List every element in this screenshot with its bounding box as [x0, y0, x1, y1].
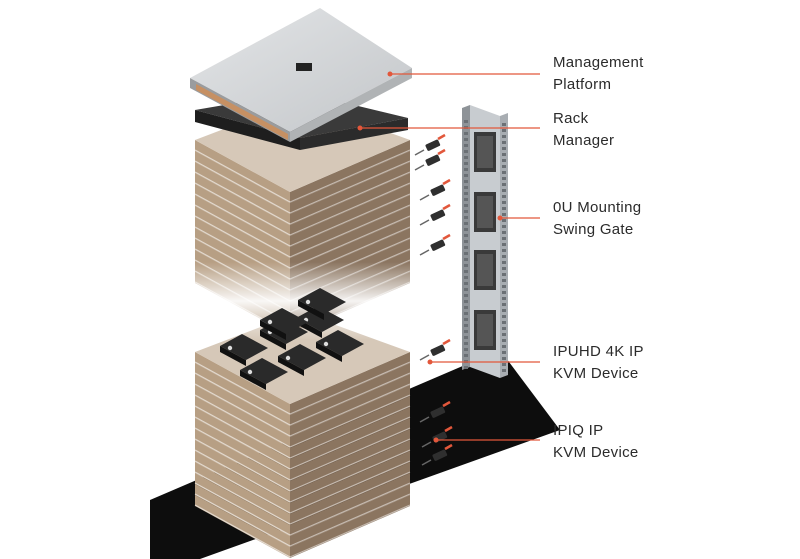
management-platform-unit [190, 8, 412, 142]
leader-line [387, 71, 540, 77]
server-slab [194, 473, 411, 536]
leader-line [357, 125, 540, 131]
server-slab [194, 462, 411, 525]
server-slab [194, 385, 411, 448]
server-slab [194, 363, 411, 426]
server-slab [194, 396, 411, 459]
ipuhd-box [316, 330, 364, 362]
swing-gate [462, 105, 508, 378]
leader-line [427, 359, 540, 365]
dongle [419, 400, 451, 423]
platform-logo [296, 63, 312, 71]
server-slab [194, 184, 411, 247]
label-swing-gate: 0U Mounting Swing Gate [553, 199, 642, 238]
ipuhd-box [260, 308, 308, 340]
ipuhd-box [240, 358, 288, 390]
server-slab [194, 418, 411, 481]
server-slab [194, 440, 411, 503]
leader-line [497, 215, 540, 221]
label-ipuhd-kvm-device: IPUHD 4K IP KVM Device [553, 343, 644, 382]
server-slab [194, 162, 411, 225]
ipuhd-box [220, 334, 268, 366]
dongle [419, 338, 451, 361]
server-slab [194, 407, 411, 470]
dongle [419, 178, 451, 201]
server-slab [194, 195, 411, 258]
label-rack-manager: Rack Manager [553, 110, 615, 149]
label-ipiq-kvm-device: IPIQ IP KVM Device [553, 422, 639, 461]
label-management-platform: Management Platform [553, 54, 644, 93]
ipuhd-box [278, 344, 326, 376]
dongle [419, 233, 451, 256]
server-slab [194, 140, 411, 203]
dongle [414, 148, 446, 171]
lower-server-stack [194, 312, 411, 558]
server-slab [194, 173, 411, 236]
server-slab [194, 429, 411, 492]
leader-line [433, 437, 540, 443]
server-slab [194, 495, 411, 558]
callout-leaders [357, 71, 540, 443]
server-slab [194, 352, 411, 415]
dongle [414, 133, 446, 156]
dongle [421, 443, 453, 466]
dongle [419, 203, 451, 226]
server-slab [194, 374, 411, 437]
server-slab [194, 484, 411, 547]
server-slab [194, 151, 411, 214]
ipuhd-box [298, 288, 346, 320]
ipuhd-kvm-devices [220, 288, 364, 390]
server-slab [194, 206, 411, 269]
server-slab [194, 451, 411, 514]
